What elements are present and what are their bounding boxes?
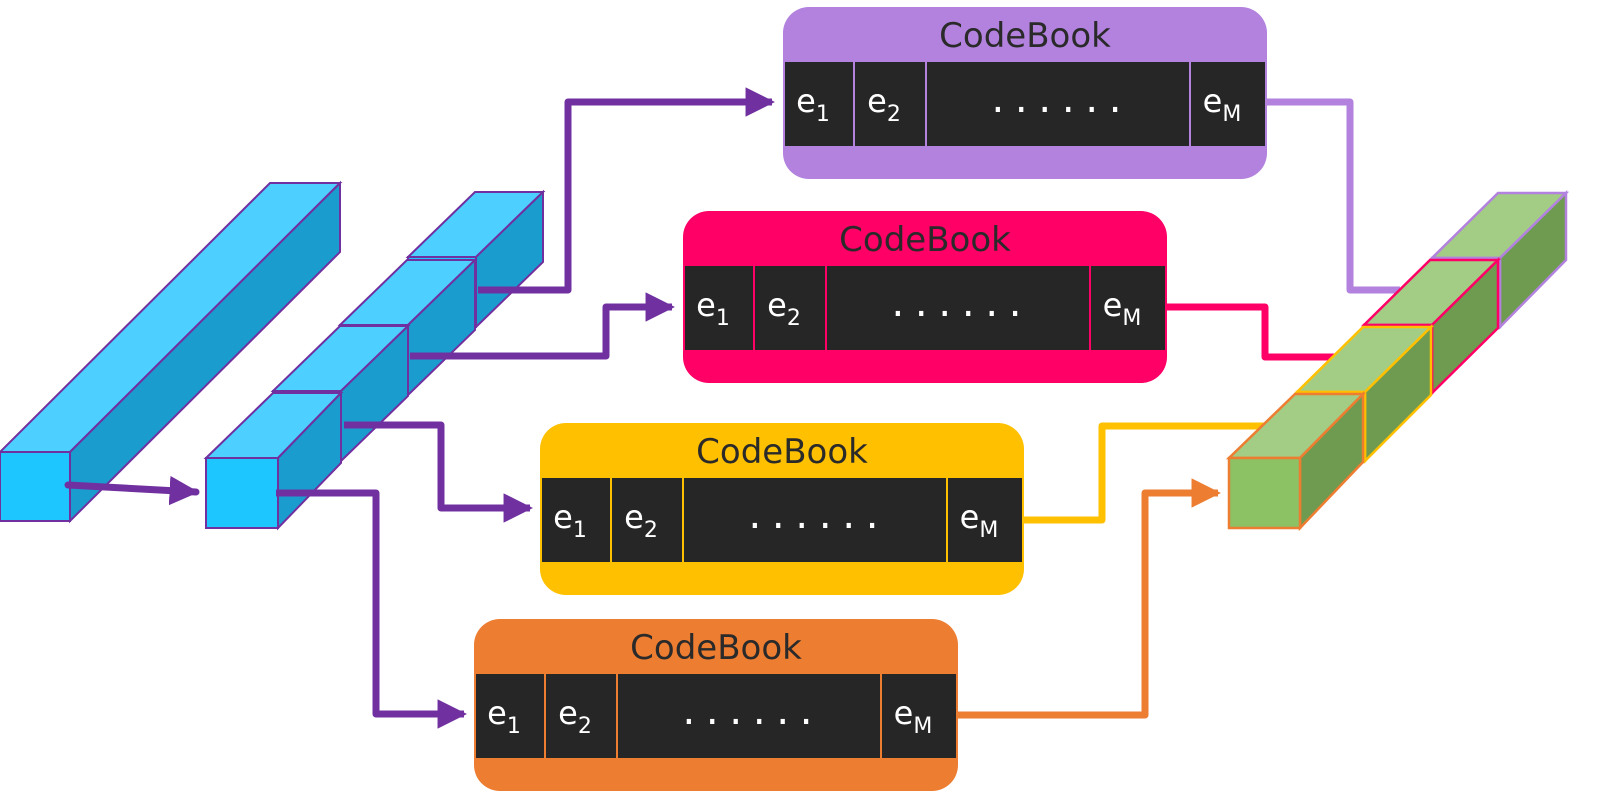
quantized-output: [1225, 190, 1570, 532]
codebook-1: CodeBook e1 e2...... eM: [783, 7, 1267, 179]
codebook-entry-1: e1: [474, 672, 546, 760]
codebook-entry-1: e1: [783, 60, 855, 148]
input-feature-vector: [0, 180, 343, 524]
codebook-3: CodeBook e1 e2...... eM: [540, 423, 1024, 595]
codebook-entry-1: e1: [540, 476, 612, 564]
entry-label: e2: [867, 82, 901, 127]
codebook-entry-M: eM: [946, 476, 1024, 564]
codebook-title: CodeBook: [696, 432, 868, 472]
connector-codebook-3: [1023, 422, 1265, 524]
codebook-ellipsis-cell: ......: [825, 264, 1091, 352]
split-subvectors: [203, 189, 546, 531]
split-arrow: [64, 475, 200, 506]
codebooks: CodeBook e1 e2...... eM CodeBook e1 e2...... eM…: [474, 7, 1267, 791]
arrow-to-codebook-2: [410, 292, 675, 360]
entry-label: eM: [960, 498, 999, 543]
entry-label: e1: [696, 286, 730, 331]
codebook-title: CodeBook: [630, 628, 802, 668]
entry-label: e1: [487, 694, 521, 739]
codebook-entry-2: e2: [753, 264, 827, 352]
connector-codebook-2: [1166, 303, 1342, 361]
codebook-title: CodeBook: [939, 16, 1111, 56]
output-cube-1: [1225, 390, 1366, 532]
codebook-entry-2: e2: [544, 672, 618, 760]
entry-label: e2: [624, 498, 658, 543]
arrow-to-codebook-1: [478, 87, 775, 294]
connector-codebook-1: [1266, 98, 1400, 294]
codebook-entry-2: e2: [853, 60, 927, 148]
entry-label: e2: [558, 694, 592, 739]
codebook-4: CodeBook e1 e2...... eM: [474, 619, 958, 791]
entry-label: e2: [767, 286, 801, 331]
entry-label: e1: [553, 498, 587, 543]
codebook-2: CodeBook e1 e2...... eM: [683, 211, 1167, 383]
arrow-to-codebook-4: [276, 489, 467, 729]
ellipsis-text: ......: [679, 693, 820, 733]
connector-codebook-4: [957, 478, 1221, 719]
codebook-entry-M: eM: [1089, 264, 1167, 352]
entry-label: eM: [1103, 286, 1142, 331]
codebook-entry-1: e1: [683, 264, 755, 352]
ellipsis-text: ......: [888, 285, 1029, 325]
subvector-cube-1: [203, 390, 344, 531]
ellipsis-text: ......: [745, 497, 886, 537]
codebook-ellipsis-cell: ......: [616, 672, 882, 760]
codebook-ellipsis-cell: ......: [925, 60, 1191, 148]
entry-label: eM: [1203, 82, 1242, 127]
entry-label: e1: [796, 82, 830, 127]
codebook-entry-M: eM: [1189, 60, 1267, 148]
codebook-entry-2: e2: [610, 476, 684, 564]
entry-label: eM: [894, 694, 933, 739]
input-vector-front: [0, 451, 71, 522]
codebook-ellipsis-cell: ......: [682, 476, 948, 564]
arrow-to-codebook-3: [344, 421, 533, 523]
ellipsis-text: ......: [988, 81, 1129, 121]
codebook-entry-M: eM: [880, 672, 958, 760]
codebook-title: CodeBook: [839, 220, 1011, 260]
